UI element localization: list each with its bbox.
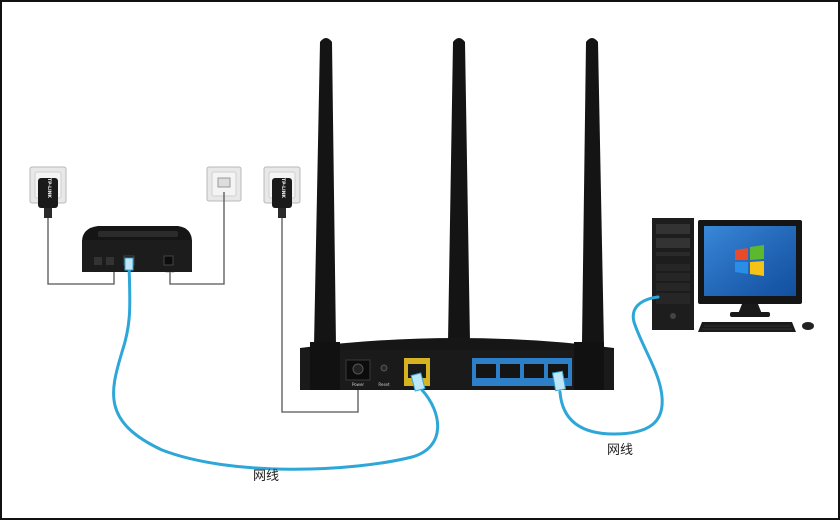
svg-text:Reset: Reset xyxy=(378,382,390,387)
mouse xyxy=(802,322,814,330)
cable-label-left: 网线 xyxy=(253,469,279,484)
pc-tower xyxy=(652,218,694,330)
router: Power Reset xyxy=(300,38,614,390)
svg-text:Power: Power xyxy=(352,382,364,387)
wall-socket-middle-ethernet xyxy=(206,166,242,202)
adapter-brand-left: TP-LINK xyxy=(46,178,52,198)
power-cable-router xyxy=(281,218,359,413)
power-adapter-left: TP-LINK xyxy=(38,178,58,218)
power-adapter-right: TP-LINK xyxy=(272,178,292,218)
antenna-right xyxy=(582,38,604,346)
cable-label-right: 网线 xyxy=(607,443,633,458)
windows-logo-icon xyxy=(735,245,764,276)
reset-button: Reset xyxy=(378,364,390,387)
keyboard xyxy=(698,322,796,332)
modem xyxy=(82,226,192,272)
network-cable-modem-to-router xyxy=(112,257,440,471)
monitor xyxy=(698,220,802,317)
antenna-left xyxy=(314,38,336,346)
power-port: Power xyxy=(345,359,371,387)
power-cable-modem xyxy=(47,218,115,285)
network-cable-router-to-computer xyxy=(551,295,664,436)
computer xyxy=(652,218,814,332)
antenna-middle xyxy=(448,38,470,342)
adapter-brand-right: TP-LINK xyxy=(280,178,286,198)
